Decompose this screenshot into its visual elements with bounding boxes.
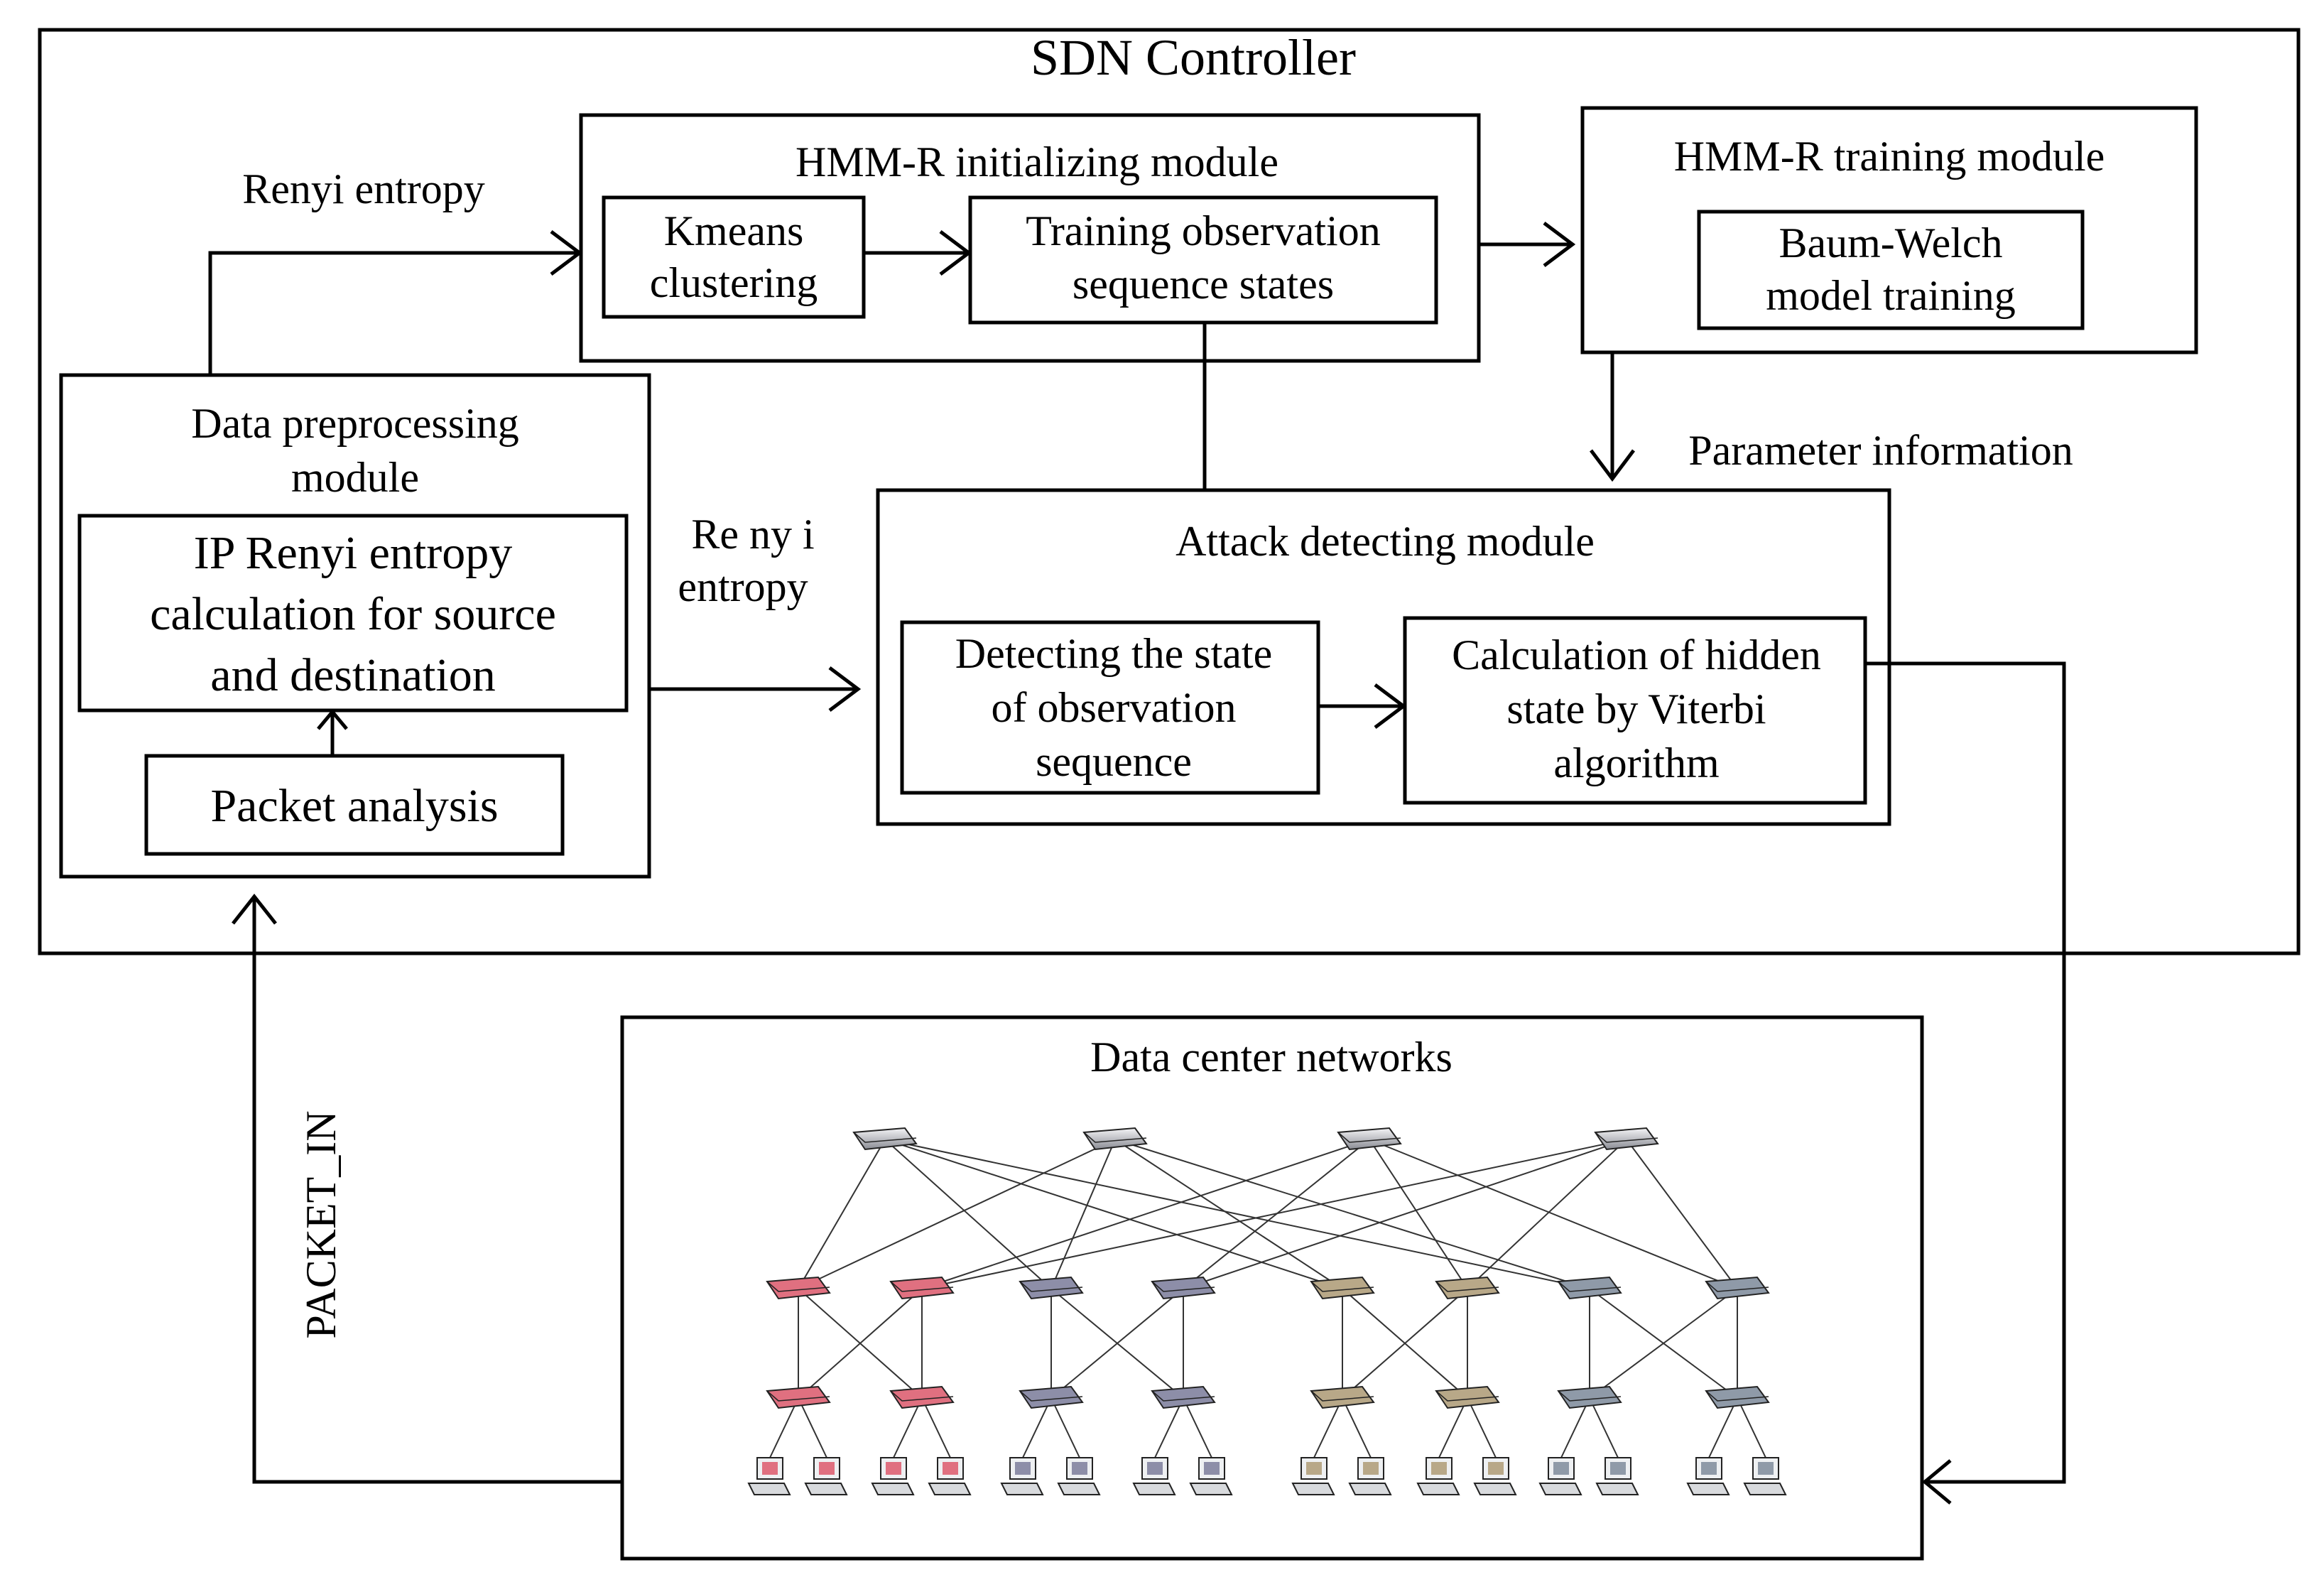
- training-obs-line1: Training observation: [1026, 207, 1380, 254]
- baum-welch-line2: model training: [1766, 272, 2016, 319]
- arrowhead-viterbi-in: [1374, 683, 1407, 729]
- hmm-r-initializing-module: HMM-R initializing module Kmeans cluster…: [579, 113, 1481, 363]
- label-renyi-entropy-top: Renyi entropy: [242, 166, 485, 212]
- label-packet-in: PACKET_IN: [298, 1110, 344, 1338]
- preprocessing-title-line1: Data preprocessing: [191, 400, 518, 447]
- host-computer-icon: [1348, 1457, 1392, 1495]
- host-computer-icon: [1291, 1457, 1335, 1495]
- label-parameter-information: Parameter information: [1688, 427, 2073, 474]
- connectors: [208, 222, 2066, 1505]
- arrowhead-network-in: [1922, 1459, 1952, 1505]
- aggregation-switch-icon: [1019, 1276, 1084, 1300]
- host-computer-icon: [1132, 1457, 1176, 1495]
- viterbi-line2: state by Viterbi: [1506, 686, 1766, 732]
- arrowhead-preprocess-in: [232, 893, 277, 925]
- kmeans-clustering-box: [602, 195, 866, 319]
- training-obs-line2: sequence states: [1073, 261, 1334, 308]
- entropy-calc-line1: IP Renyi entropy: [194, 527, 513, 579]
- preprocessing-title-line2: module: [291, 454, 419, 501]
- edge-switch-icon: [1557, 1385, 1622, 1409]
- aggregation-switch-icon: [766, 1276, 831, 1300]
- entropy-calculation-box: [77, 514, 629, 713]
- aggregation-switch-icon: [1705, 1276, 1770, 1300]
- host-computer-icon: [804, 1457, 848, 1495]
- arrow-preprocess-to-kmeans: [208, 251, 580, 375]
- entropy-calc-line3: and destination: [210, 649, 495, 701]
- detecting-module-title: Attack detecting module: [1175, 518, 1595, 565]
- detect-state-line1: Detecting the state: [955, 630, 1272, 677]
- data-center-networks-module: Data center networks: [620, 1015, 1924, 1561]
- core-switch-icon: [852, 1127, 918, 1151]
- entropy-calc-line2: calculation for source: [150, 588, 556, 640]
- topology-links: [769, 1139, 1766, 1458]
- edge-switch-icon: [1151, 1385, 1216, 1409]
- core-switch-icon: [1337, 1127, 1402, 1151]
- host-computer-icon: [1416, 1457, 1460, 1495]
- viterbi-line3: algorithm: [1553, 740, 1719, 786]
- viterbi-line1: Calculation of hidden: [1452, 632, 1821, 678]
- edge-switch-icon: [1310, 1385, 1375, 1409]
- arrowhead-detecting-in: [1590, 449, 1635, 482]
- baum-welch-line1: Baum-Welch: [1779, 220, 2002, 266]
- host-computer-icon: [747, 1457, 791, 1495]
- host-computer-icon: [1538, 1457, 1582, 1495]
- detect-state-line3: sequence: [1036, 738, 1192, 785]
- baum-welch-box: [1697, 210, 2085, 330]
- edge-switch-icon: [889, 1385, 955, 1409]
- training-module-title: HMM-R training module: [1674, 133, 2105, 180]
- host-computer-icon: [1057, 1457, 1101, 1495]
- host-computer-icon: [1189, 1457, 1233, 1495]
- arrowhead-kmeans-in: [550, 230, 583, 276]
- edge-switch-icon: [1019, 1385, 1084, 1409]
- kmeans-label-line2: clustering: [650, 259, 818, 306]
- sdn-controller-frame: [38, 28, 2301, 955]
- arrowhead-detect-module-in: [828, 666, 862, 712]
- attack-detecting-module: Attack detecting module Detecting the st…: [876, 488, 1891, 826]
- aggregation-switch-icon: [889, 1276, 955, 1300]
- detect-state-line2: of observation: [992, 684, 1237, 731]
- arrowhead-training-in: [1543, 222, 1576, 267]
- aggregation-switch-icon: [1151, 1276, 1216, 1300]
- arrowhead-training-obs-in: [939, 230, 972, 276]
- label-renyi-entropy-mid-line1: Re ny i: [691, 511, 814, 558]
- kmeans-label-line1: Kmeans: [664, 207, 804, 254]
- host-computer-icon: [1595, 1457, 1639, 1495]
- edge-switch-icon: [766, 1385, 831, 1409]
- host-computer-icon: [1743, 1457, 1787, 1495]
- hmm-r-training-module: HMM-R training module Baum-Welch model t…: [1580, 106, 2198, 354]
- packet-analysis-box: [144, 754, 565, 856]
- aggregation-switch-icon: [1557, 1276, 1622, 1300]
- arrow-viterbi-to-network: [1865, 661, 2066, 1484]
- host-computer-icon: [871, 1457, 915, 1495]
- aggregation-switch-icon: [1435, 1276, 1500, 1300]
- label-renyi-entropy-mid-line2: entropy: [678, 563, 808, 610]
- host-computer-icon: [1473, 1457, 1517, 1495]
- arrow-network-to-preprocess: [252, 897, 622, 1484]
- initializing-module-title: HMM-R initializing module: [796, 139, 1278, 185]
- fat-tree-topology: [747, 1127, 1787, 1495]
- sdn-controller-title: SDN Controller: [1031, 29, 1356, 86]
- arrowhead-entropy-in: [317, 709, 348, 730]
- core-switch-icon: [1594, 1127, 1659, 1151]
- network-title: Data center networks: [1090, 1034, 1452, 1080]
- packet-analysis-label: Packet analysis: [210, 780, 498, 832]
- edge-switch-icon: [1705, 1385, 1770, 1409]
- viterbi-box: [1403, 616, 1867, 805]
- data-preprocessing-module: Data preprocessing module IP Renyi entro…: [59, 373, 651, 879]
- host-computer-icon: [1000, 1457, 1044, 1495]
- aggregation-switch-icon: [1310, 1276, 1375, 1300]
- host-computer-icon: [928, 1457, 972, 1495]
- edge-switch-icon: [1435, 1385, 1500, 1409]
- core-switch-icon: [1082, 1127, 1148, 1151]
- host-computer-icon: [1686, 1457, 1730, 1495]
